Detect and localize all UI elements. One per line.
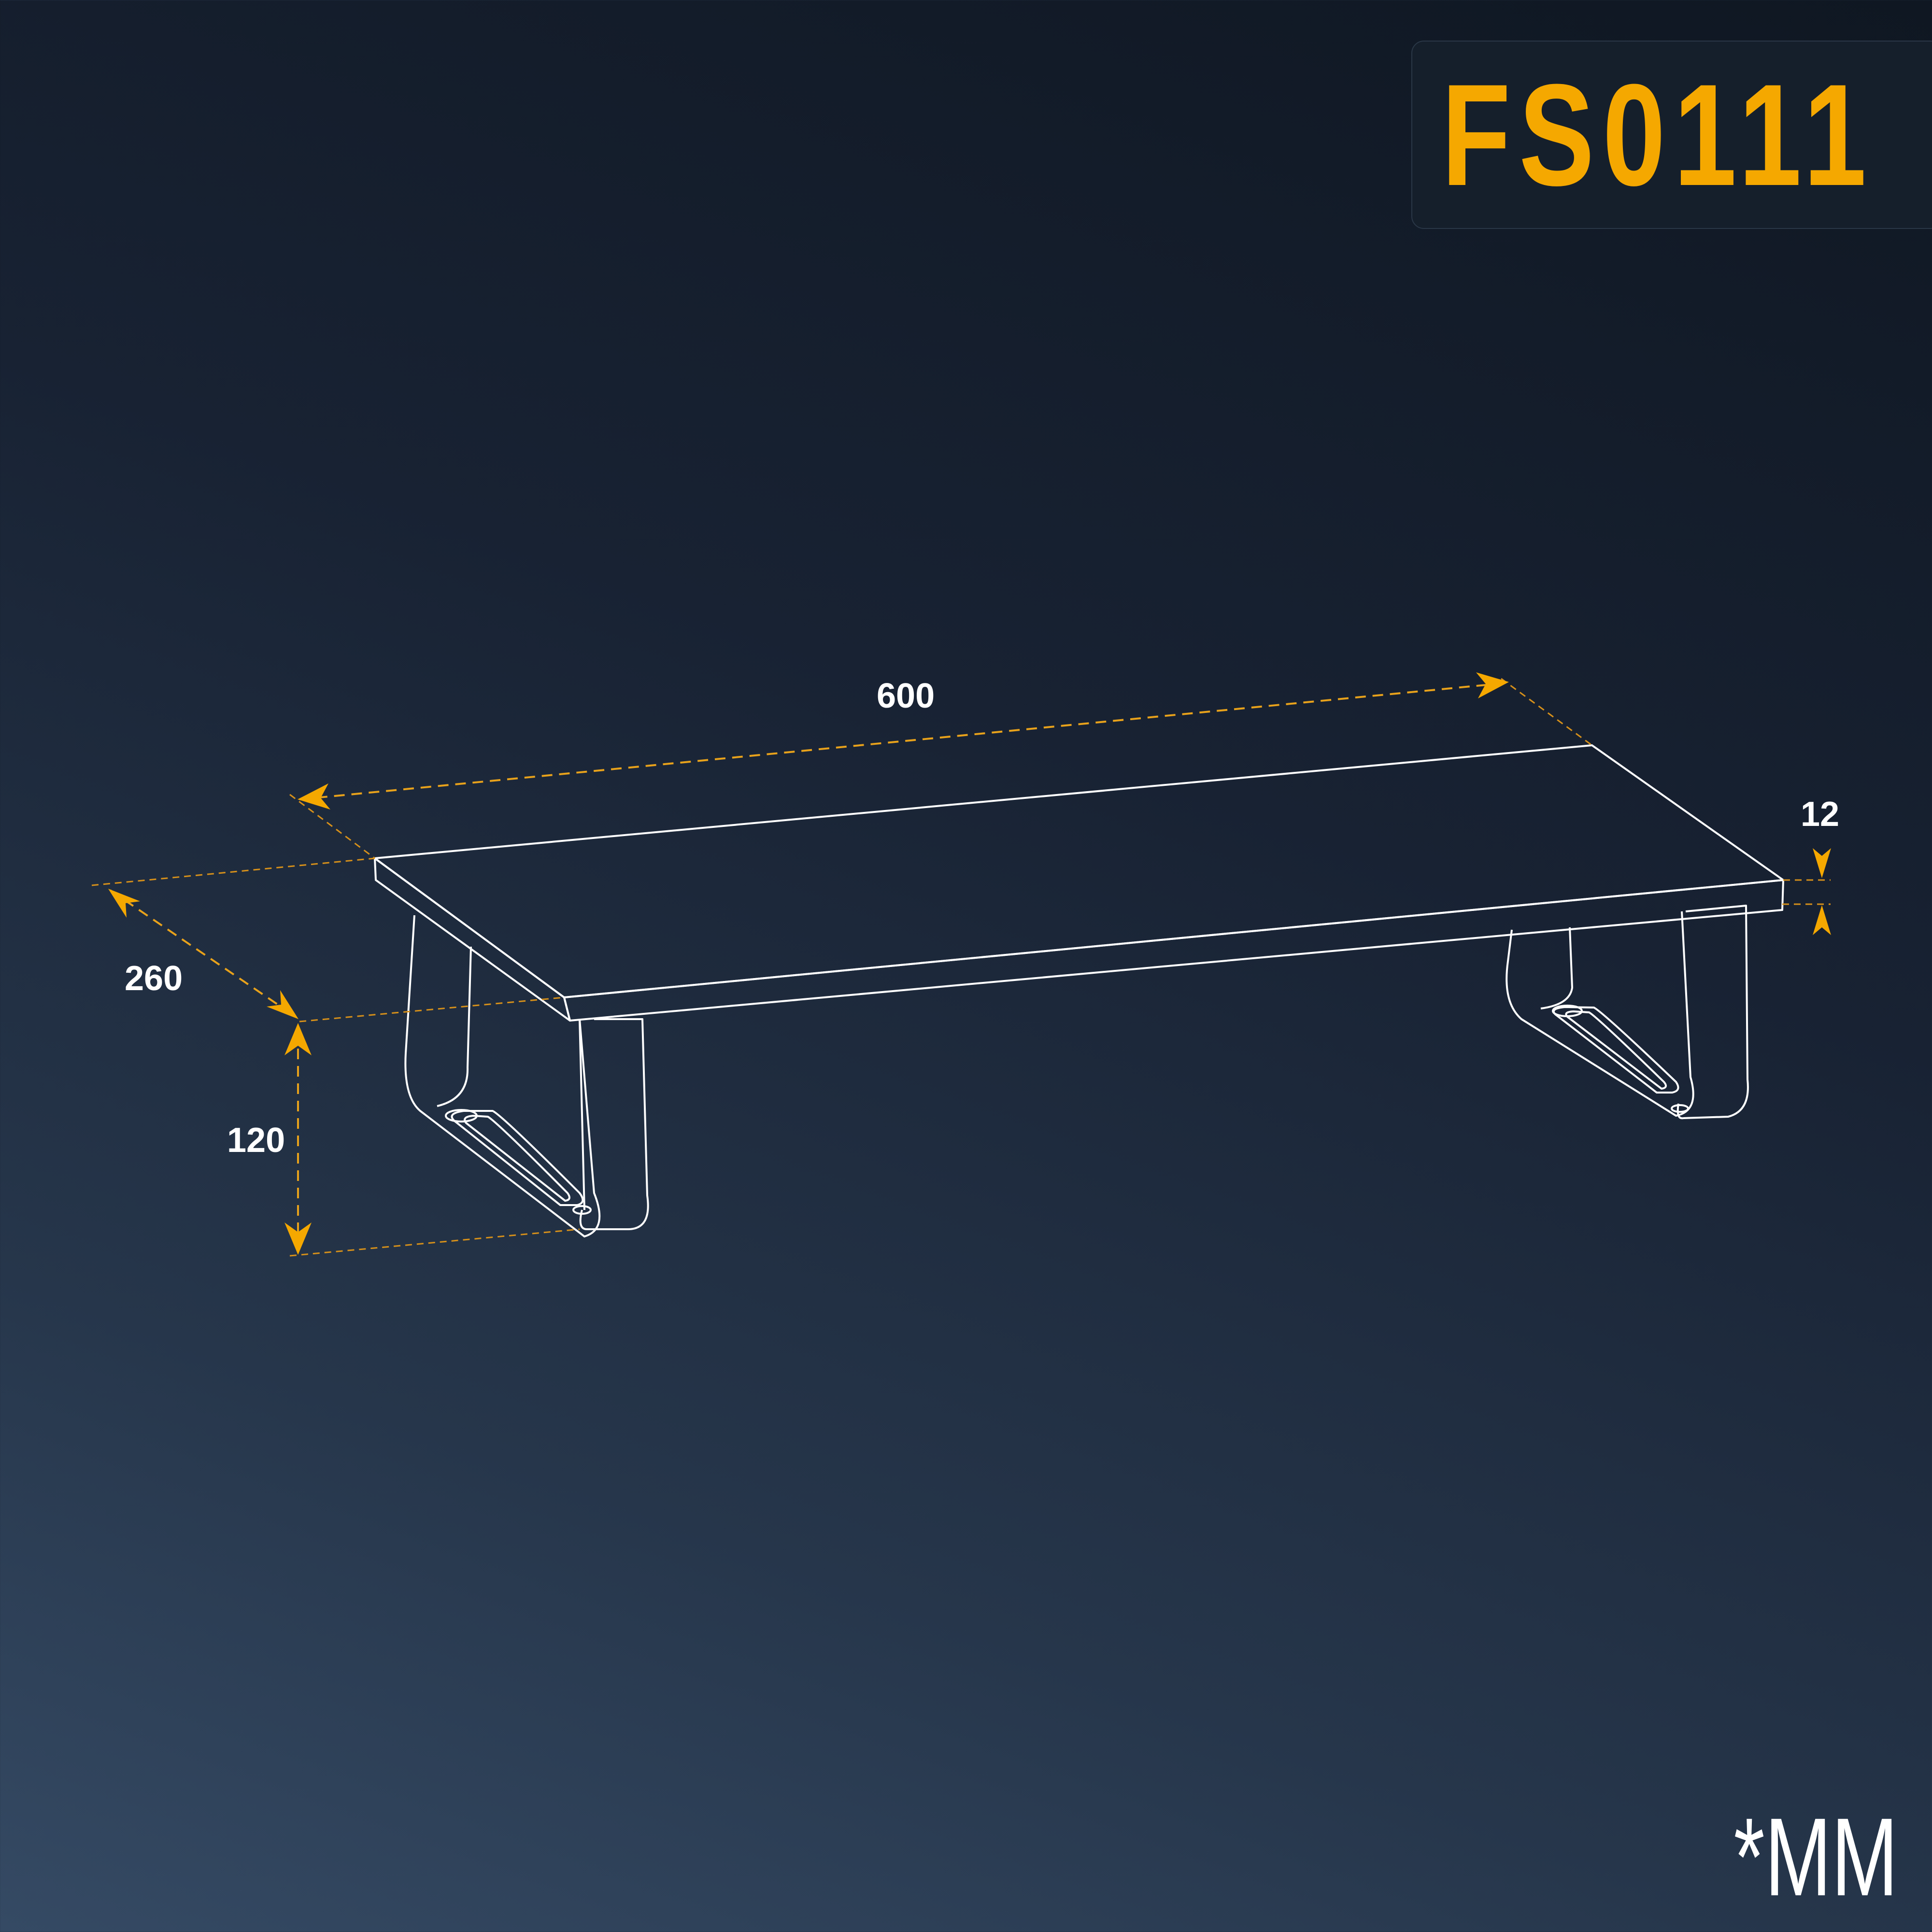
model-code: FS0111 <box>1441 54 1875 216</box>
height-arrow-top <box>284 1023 312 1055</box>
right-leg <box>1506 905 1749 1120</box>
width-arrow-left <box>298 783 330 810</box>
thickness-arrow-top <box>1813 848 1831 878</box>
width-dimension: 600 <box>289 672 1592 859</box>
thickness-arrow-bottom <box>1813 905 1831 935</box>
left-leg <box>404 915 649 1237</box>
thickness-label: 12 <box>1801 795 1839 834</box>
thickness-dimension: 12 <box>1782 795 1839 935</box>
width-arrow-right <box>1476 672 1509 698</box>
height-arrow-bottom <box>284 1222 312 1255</box>
width-label: 600 <box>877 677 935 715</box>
height-label: 120 <box>227 1121 285 1160</box>
model-badge: FS0111 <box>1411 41 1932 229</box>
depth-label: 260 <box>125 959 183 998</box>
depth-arrow-bottom <box>267 990 298 1019</box>
depth-arrow-top <box>108 889 140 918</box>
units-note: *MM <box>1733 1795 1898 1919</box>
depth-dimension: 260 <box>91 857 565 1023</box>
height-dimension: 120 <box>227 1023 580 1257</box>
